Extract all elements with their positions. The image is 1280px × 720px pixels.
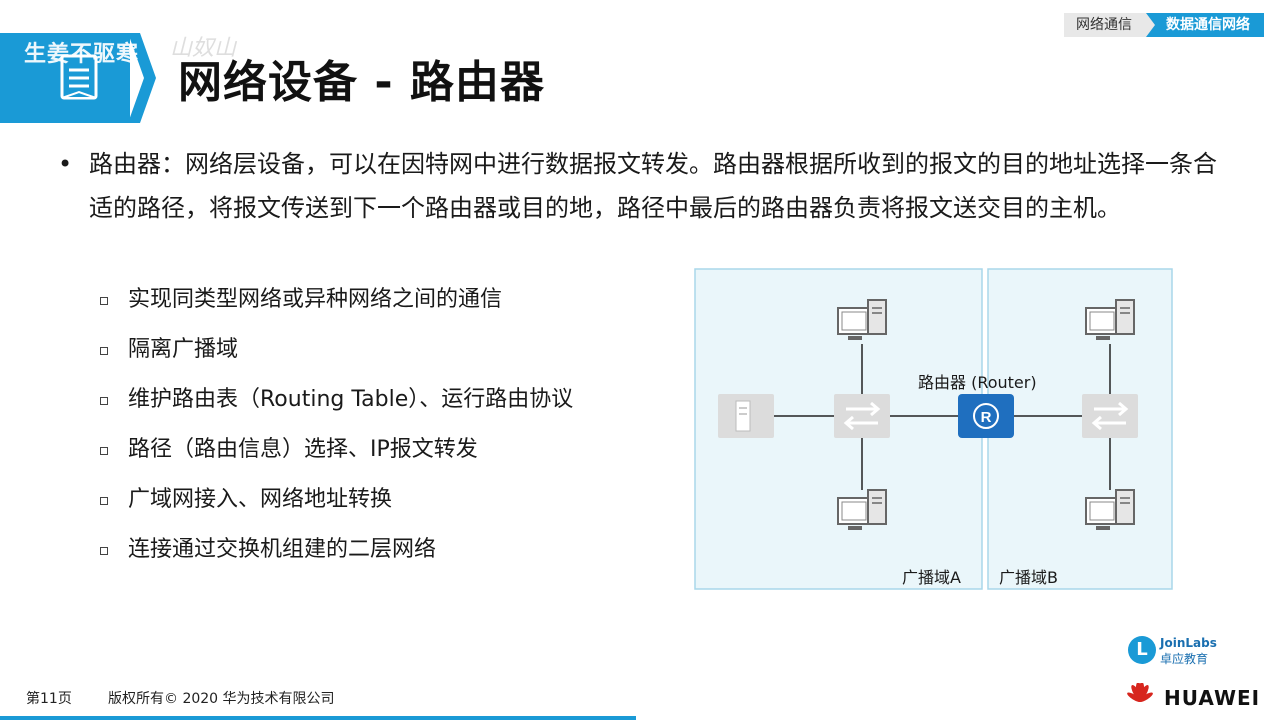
header-chevron [128, 33, 156, 123]
sub-bullet-list: 实现同类型网络或异种网络之间的通信 隔离广播域 维护路由表（Routing Ta… [98, 278, 573, 578]
main-bullet-text: 路由器：网络层设备，可以在因特网中进行数据报文转发。路由器根据所收到的报文的目的… [89, 150, 1217, 222]
square-bullet-icon [100, 547, 108, 555]
broadcast-domain-b [987, 268, 1173, 590]
server-icon [718, 394, 774, 438]
partner-subtitle: 卓应教育 [1160, 652, 1209, 666]
square-bullet-icon [100, 397, 108, 405]
network-diagram-canvas: R [694, 268, 1173, 590]
main-bullet: • 路由器：网络层设备，可以在因特网中进行数据报文转发。路由器根据所收到的报文的… [58, 142, 1238, 230]
router-icon-letter: R [981, 409, 992, 426]
list-item: 维护路由表（Routing Table）、运行路由协议 [98, 378, 573, 428]
bullet-dot-icon: • [58, 150, 73, 178]
switch-b-icon [1080, 392, 1140, 440]
watermark-scribble: 山奴山 [170, 36, 237, 61]
page-title: 网络设备 - 路由器 [178, 57, 545, 108]
footer-accent-line [0, 716, 636, 720]
copyright-text: 版权所有© 2020 华为技术有限公司 [108, 691, 335, 707]
list-item: 连接通过交换机组建的二层网络 [98, 528, 573, 578]
breadcrumb-item-datacom[interactable]: 数据通信网络 [1146, 13, 1264, 37]
header-accent-band [0, 33, 130, 123]
list-item-text: 连接通过交换机组建的二层网络 [128, 537, 437, 562]
page-number: 第11页 [26, 691, 72, 707]
watermark-text: 生姜不驱寒 [24, 42, 140, 67]
broadcast-domain-b-label: 广播域B [999, 568, 1058, 587]
list-item: 隔离广播域 [98, 328, 573, 378]
router-icon: R [958, 394, 1014, 438]
network-diagram: R 路由器 (Router) 广播域A 广播域B [694, 268, 1174, 590]
list-item: 实现同类型网络或异种网络之间的通信 [98, 278, 573, 328]
huawei-logo-icon [1127, 683, 1153, 703]
square-bullet-icon [100, 497, 108, 505]
breadcrumb-item-network[interactable]: 网络通信 [1064, 13, 1146, 37]
switch-a-icon [832, 392, 892, 440]
router-label: 路由器 (Router) [918, 373, 1037, 392]
list-item-text: 广域网接入、网络地址转换 [128, 487, 393, 512]
broadcast-domain-a-label: 广播域A [902, 568, 961, 587]
list-item-text: 实现同类型网络或异种网络之间的通信 [128, 287, 503, 312]
list-item-text: 维护路由表（Routing Table）、运行路由协议 [128, 387, 574, 412]
list-item: 路径（路由信息）选择、IP报文转发 [98, 428, 573, 478]
list-item-text: 隔离广播域 [128, 337, 239, 362]
document-icon [60, 54, 98, 100]
square-bullet-icon [100, 347, 108, 355]
list-item-text: 路径（路由信息）选择、IP报文转发 [128, 437, 478, 462]
list-item: 广域网接入、网络地址转换 [98, 478, 573, 528]
square-bullet-icon [100, 297, 108, 305]
breadcrumb: 网络通信 数据通信网络 [1064, 13, 1264, 37]
partner-name: JoinLabs [1160, 636, 1217, 650]
joinlabs-logo-icon: L [1128, 636, 1156, 664]
huawei-brand-text: HUAWEI [1164, 686, 1261, 710]
square-bullet-icon [100, 447, 108, 455]
